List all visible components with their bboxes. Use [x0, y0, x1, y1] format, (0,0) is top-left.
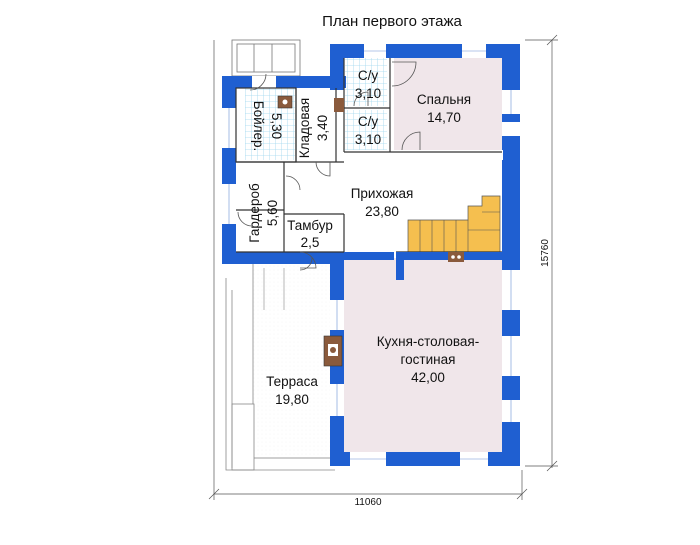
pantry-area: 3,40 — [315, 115, 330, 141]
stove-fixture — [323, 335, 343, 367]
boiler-name: Бойлер. — [251, 101, 266, 152]
kitchen-name-line2: гостиная — [401, 352, 456, 367]
doors — [237, 61, 421, 271]
terrace-name: Терраса — [266, 374, 318, 389]
su-bottom-floor — [345, 110, 387, 152]
plan-title: План первого этажа — [322, 13, 462, 30]
room-floors — [245, 58, 503, 454]
porch-outline — [231, 39, 301, 77]
hall-name: Прихожая — [351, 186, 414, 201]
pantry-floor — [300, 88, 335, 160]
boiler-fixture — [277, 95, 293, 109]
bedroom-name: Спальня — [417, 92, 471, 107]
vent-fixture — [334, 98, 464, 262]
bedroom-area: 14,70 — [427, 110, 461, 125]
height-dimension: 15760 — [540, 239, 551, 267]
kitchen-name-line1: Кухня-столовая- — [377, 334, 480, 349]
terrace-area: 19,80 — [275, 392, 309, 407]
su-bottom-area: 3,10 — [355, 132, 381, 147]
vestibule-area: 2,5 — [301, 235, 320, 250]
su-top-floor — [345, 58, 387, 106]
su-top-name: С/у — [358, 68, 379, 83]
window-lines — [228, 50, 512, 460]
su-bottom-name: С/у — [358, 114, 379, 129]
wardrobe-area: 5,60 — [265, 200, 280, 226]
bedroom-floor — [394, 58, 502, 154]
kitchen-area: 42,00 — [411, 370, 445, 385]
dimension-lines — [208, 34, 558, 500]
wardrobe-name: Гардероб — [247, 183, 262, 243]
terrace-area — [225, 257, 335, 471]
boiler-area: 5,30 — [269, 113, 284, 139]
room-labels: С/у 3,10 С/у 3,10 Спальня 14,70 Бойлер. … — [247, 68, 479, 407]
width-dimension: 11060 — [354, 497, 382, 508]
kitchen-floor — [343, 258, 503, 454]
su-top-area: 3,10 — [355, 86, 381, 101]
vestibule-name: Тамбур — [287, 218, 333, 233]
hall-area: 23,80 — [365, 204, 399, 219]
staircase — [407, 195, 501, 253]
pantry-name: Кладовая — [297, 98, 312, 158]
